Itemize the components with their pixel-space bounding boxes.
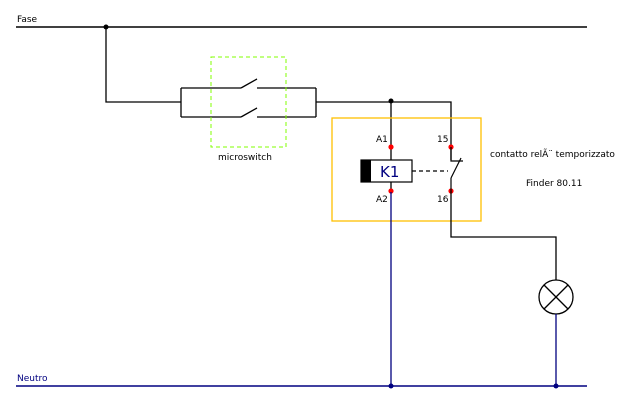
terminal-15-label: 15	[437, 135, 448, 145]
wire-switch-to-relay	[316, 101, 452, 160]
relay-contact	[412, 147, 463, 191]
relay-contact-label: contatto relÃ¨ temporizzato	[490, 149, 615, 160]
terminal-a1-label: A1	[376, 135, 388, 145]
phase-label: Fase	[17, 15, 38, 25]
neutral-junction-lamp	[553, 383, 559, 389]
microswitch	[180, 56, 317, 148]
terminal-a2-label: A2	[376, 195, 388, 205]
lamp-icon	[538, 279, 574, 315]
microswitch-label: microswitch	[218, 153, 272, 163]
relay-model-label: Finder 80.11	[526, 179, 582, 189]
terminal-a1-dot	[388, 144, 394, 150]
neutral-label: Neutro	[17, 374, 48, 384]
terminal-a2-dot	[388, 188, 394, 194]
wire-phase-to-switch	[105, 27, 181, 103]
neutral-junction-coil	[388, 383, 394, 389]
wire-relay-to-lamp	[450, 191, 557, 280]
terminal-16-label: 16	[437, 195, 449, 205]
relay-box	[331, 117, 482, 222]
microswitch-box	[210, 56, 287, 148]
relay-coil: K1	[360, 159, 413, 183]
coil-label: K1	[380, 163, 399, 181]
